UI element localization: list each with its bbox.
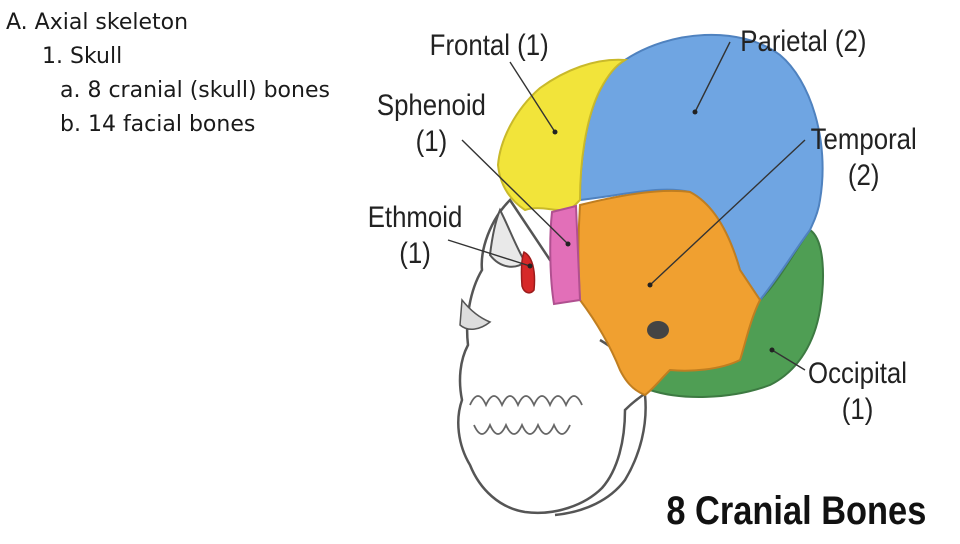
outline-item-skull: 1. Skull — [42, 44, 123, 69]
outline-subitem-cranial: a. 8 cranial (skull) bones — [60, 78, 330, 103]
skull-diagram: Frontal (1) Parietal (2) Sphenoid (1) Te… — [340, 0, 960, 540]
label-sphenoid-name: Sphenoid — [376, 89, 486, 122]
teeth — [469, 395, 583, 435]
outline-heading: A. Axial skeleton — [6, 10, 189, 35]
frontal-bone — [496, 58, 629, 212]
ear-canal — [647, 321, 669, 339]
label-sphenoid-count: (1) — [415, 125, 448, 158]
diagram-title: 8 Cranial Bones — [665, 489, 926, 533]
nasal-cavity — [459, 298, 492, 330]
leader-dots — [527, 109, 775, 353]
skull-illustration — [447, 33, 824, 517]
label-occipital: Occipital (1) — [808, 356, 907, 428]
label-parietal-text: Parietal (2) — [740, 25, 867, 58]
label-ethmoid: Ethmoid (1) — [368, 200, 463, 272]
label-temporal-name: Temporal — [810, 123, 917, 156]
slide-outline: A. Axial skeleton 1. Skull a. 8 cranial … — [6, 6, 330, 142]
label-occipital-count: (1) — [841, 393, 874, 426]
label-temporal: Temporal (2) — [811, 122, 917, 194]
label-ethmoid-count: (1) — [399, 237, 431, 270]
label-parietal: Parietal (2) — [740, 24, 866, 60]
outline-subitem-facial: b. 14 facial bones — [60, 112, 256, 137]
sphenoid-bone — [549, 204, 582, 306]
temporal-bone — [577, 189, 762, 397]
eye-socket — [488, 207, 527, 268]
label-temporal-count: (2) — [847, 159, 880, 192]
label-frontal-text: Frontal (1) — [429, 29, 549, 62]
label-occipital-name: Occipital — [808, 357, 907, 390]
label-frontal: Frontal (1) — [430, 28, 549, 64]
leader-lines — [447, 41, 806, 371]
label-sphenoid: Sphenoid (1) — [377, 88, 486, 160]
label-ethmoid-name: Ethmoid — [367, 201, 463, 234]
ethmoid-bone — [520, 250, 536, 294]
